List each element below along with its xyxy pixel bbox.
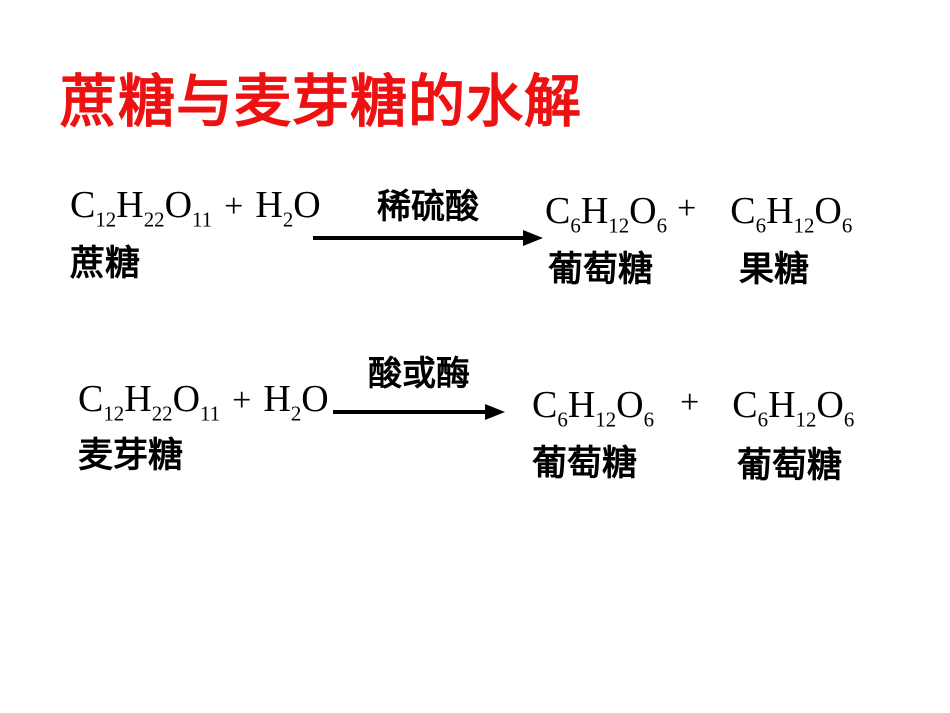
eq2-product2-label: 葡萄糖 — [737, 446, 843, 485]
eq1-reactants: C12H22O11 + H2O — [70, 184, 321, 232]
eq1-reactant-label: 蔗糖 — [70, 244, 141, 283]
eq2-condition-label: 酸或酶 — [368, 356, 470, 393]
eq1-reaction-arrow — [313, 230, 543, 246]
eq2-reaction-arrow — [333, 404, 505, 420]
eq2-glucose1-formula: C6H12O6 — [532, 384, 655, 432]
eq2-maltose-formula: C12H22O11 — [78, 378, 221, 426]
eq1-plus-products: + — [677, 190, 697, 227]
eq1-glucose-formula: C6H12O6 — [545, 190, 668, 238]
eq1-condition-label: 稀硫酸 — [377, 189, 479, 226]
eq2-products: C6H12O6 + C6H12O6 — [532, 384, 855, 432]
eq2-product1-label: 葡萄糖 — [532, 444, 638, 483]
eq2-reactant-label: 麦芽糖 — [78, 436, 184, 475]
eq2-plus-reactants: + — [232, 382, 252, 419]
eq1-product1-label: 葡萄糖 — [548, 250, 654, 289]
eq2-reactants: C12H22O11 + H2O — [78, 378, 329, 426]
eq1-sucrose-formula: C12H22O11 — [70, 184, 213, 232]
eq2-glucose2-formula: C6H12O6 — [732, 384, 855, 432]
eq1-product2-label: 果糖 — [739, 250, 810, 289]
slide-title: 蔗糖与麦芽糖的水解 — [60, 71, 582, 134]
eq1-water-formula: H2O — [255, 184, 321, 232]
eq2-plus-products: + — [680, 384, 700, 421]
eq2-water-formula: H2O — [263, 378, 329, 426]
eq1-products: C6H12O6+C6H12O6 — [545, 190, 853, 238]
eq1-fructose-formula: C6H12O6 — [730, 190, 853, 238]
eq1-plus-reactants: + — [224, 188, 244, 225]
